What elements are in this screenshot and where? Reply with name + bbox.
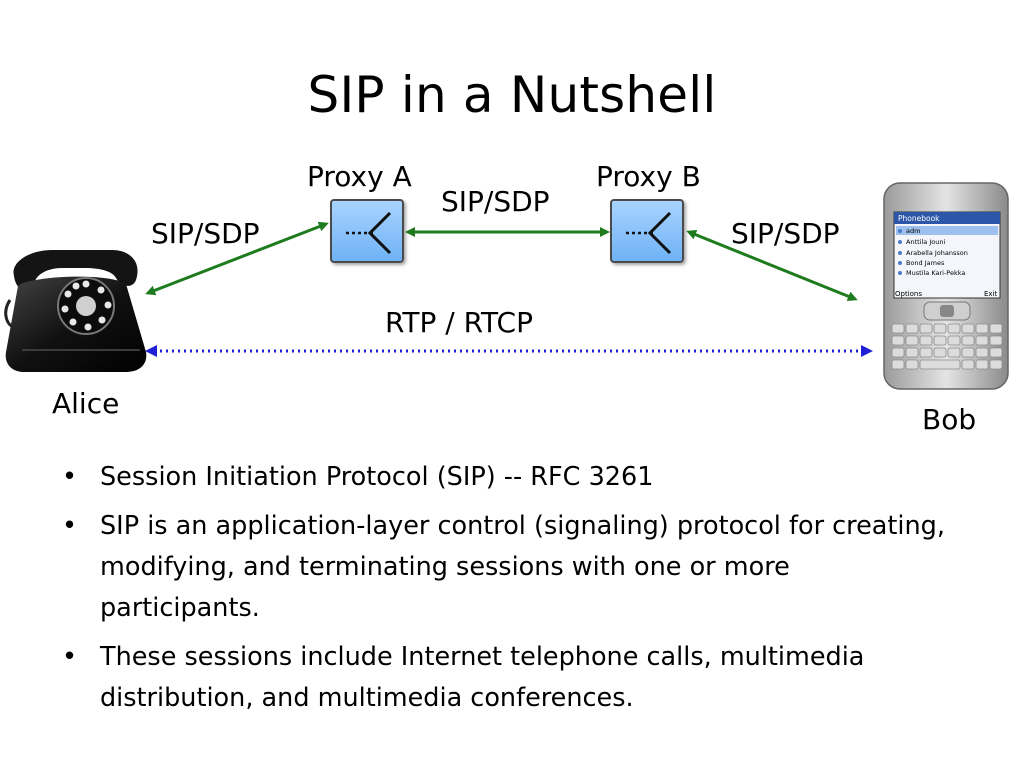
alice-label: Alice: [52, 387, 120, 420]
bullet-dot-icon: •: [62, 511, 78, 541]
proxy-router-icon: [626, 211, 672, 255]
arrow-alice-proxy-a: [145, 221, 329, 296]
sip-sdp-label-right: SIP/SDP: [731, 217, 840, 250]
bullet-item: • Session Initiation Protocol (SIP) -- RF…: [56, 457, 956, 498]
phone-entry-0: adm: [906, 227, 920, 235]
proxy-router-icon: [346, 211, 392, 255]
bullet-item: • These sessions include Internet telepho…: [56, 637, 956, 719]
bob-label: Bob: [922, 403, 977, 436]
phone-screen-header: Phonebook: [898, 214, 940, 223]
phone-entry-4: Mustila Kari-Pekka: [906, 269, 965, 277]
sip-sdp-label-left: SIP/SDP: [151, 217, 260, 250]
phone-entry-1: Anttila Jouni: [906, 238, 945, 246]
phone-softkey-left: Options: [895, 290, 922, 298]
phone-entry-3: Bond James: [906, 259, 945, 267]
arrow-proxy-b-bob: [686, 229, 858, 302]
proxy-b-box: [610, 199, 684, 263]
phone-softkey-right: Exit: [984, 290, 998, 298]
bullet-list: • Session Initiation Protocol (SIP) -- RF…: [56, 457, 956, 727]
bullet-dot-icon: •: [62, 642, 78, 672]
proxy-a-box: [330, 199, 404, 263]
slide-title: SIP in a Nutshell: [307, 66, 717, 124]
proxy-a-label: Proxy A: [307, 160, 412, 193]
bullet-text: Session Initiation Protocol (SIP) -- RFC…: [100, 462, 654, 492]
phone-entry-2: Arabella Johansson: [906, 249, 968, 257]
bullet-dot-icon: •: [62, 462, 78, 492]
proxy-b-label: Proxy B: [596, 160, 701, 193]
bullet-text: SIP is an application-layer control (sig…: [100, 511, 945, 623]
bullet-text: These sessions include Internet telephon…: [100, 642, 865, 713]
sip-sdp-label-middle: SIP/SDP: [441, 185, 550, 218]
rotary-telephone-icon: [4, 250, 147, 372]
bullet-item: • SIP is an application-layer control (si…: [56, 506, 956, 629]
mobile-phone-icon: Phonebook adm Anttila Jouni Arabella Joh…: [883, 182, 1009, 390]
rtp-rtcp-label: RTP / RTCP: [385, 306, 533, 339]
